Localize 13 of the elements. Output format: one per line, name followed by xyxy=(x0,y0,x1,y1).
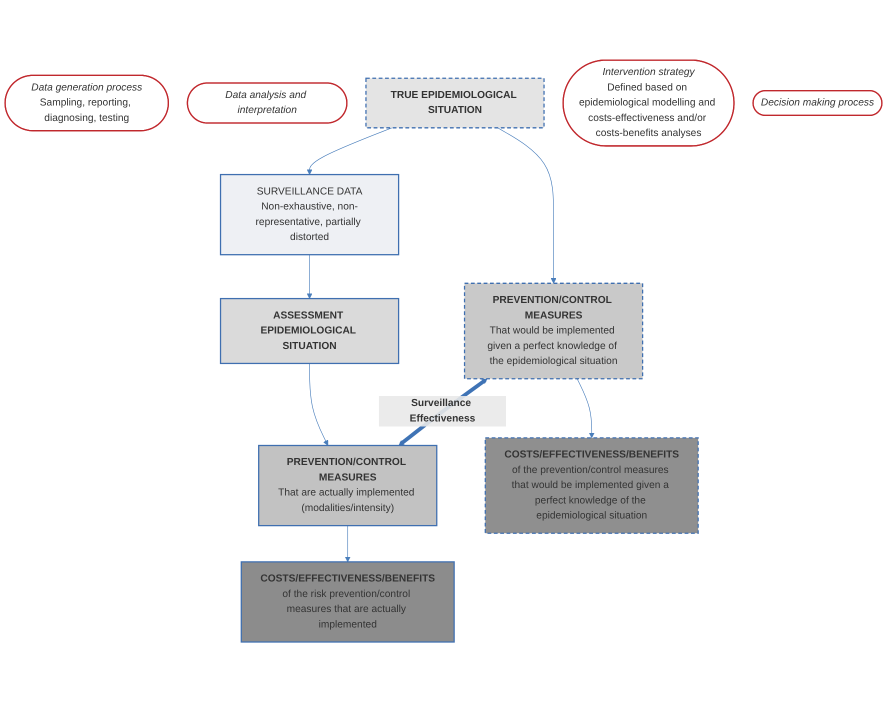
arrow xyxy=(309,364,328,446)
node-box: ASSESSMENT EPIDEMIOLOGICAL SITUATION xyxy=(220,298,400,365)
node-box: PREVENTION/CONTROL MEASURES That are actually implemented (modalities/intensity) xyxy=(258,445,438,527)
node-box: TRUE EPIDEMIOLOGICAL SITUATION xyxy=(365,78,545,129)
node-box: COSTS/EFFECTIVENESS/BENEFITS of the prevention/control measures that would be implemented given a perfect knowledge of the epidemiological situation xyxy=(484,438,699,534)
arrow xyxy=(576,378,595,439)
node-box: COSTS/EFFECTIVENESS/BENEFITS of the risk prevention/control measures that are actually implemented xyxy=(240,562,455,644)
node-box: PREVENTION/CONTROL MEASURES That would be implemented given a perfect knowledge of the epidemiological situation xyxy=(464,283,644,380)
arrow xyxy=(497,128,556,284)
arrow xyxy=(306,254,312,300)
arrow xyxy=(344,526,351,563)
edge-label: Surveillance Effectiveness xyxy=(410,398,476,424)
node-box: SURVEILLANCE DATA Non-exhaustive, non-representative, partially distorted xyxy=(220,174,400,256)
